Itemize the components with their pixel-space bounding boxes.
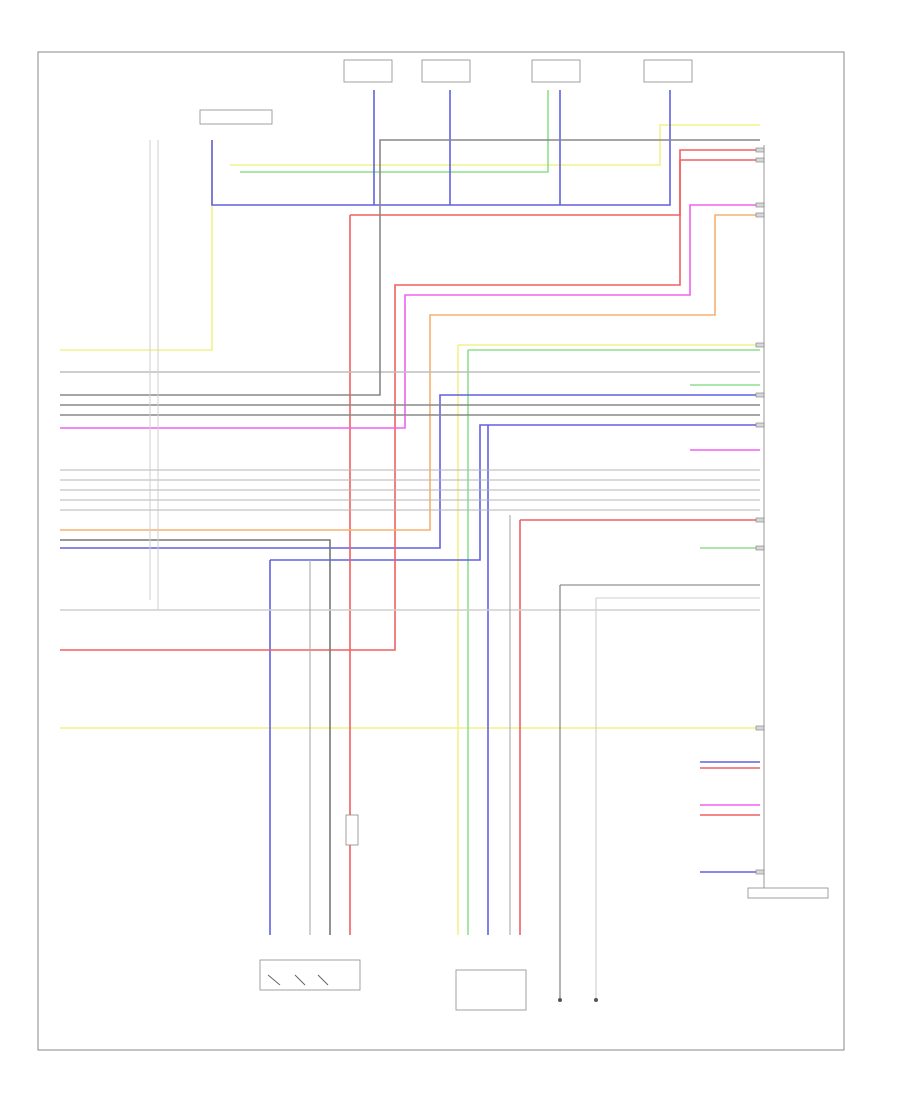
diagram-frame	[37, 51, 845, 1051]
module-pins	[755, 147, 765, 875]
bottom-components	[259, 814, 598, 1011]
module-pin-column	[747, 145, 829, 899]
wire-runs	[60, 90, 760, 1000]
top-sensor-connectors	[199, 59, 693, 125]
